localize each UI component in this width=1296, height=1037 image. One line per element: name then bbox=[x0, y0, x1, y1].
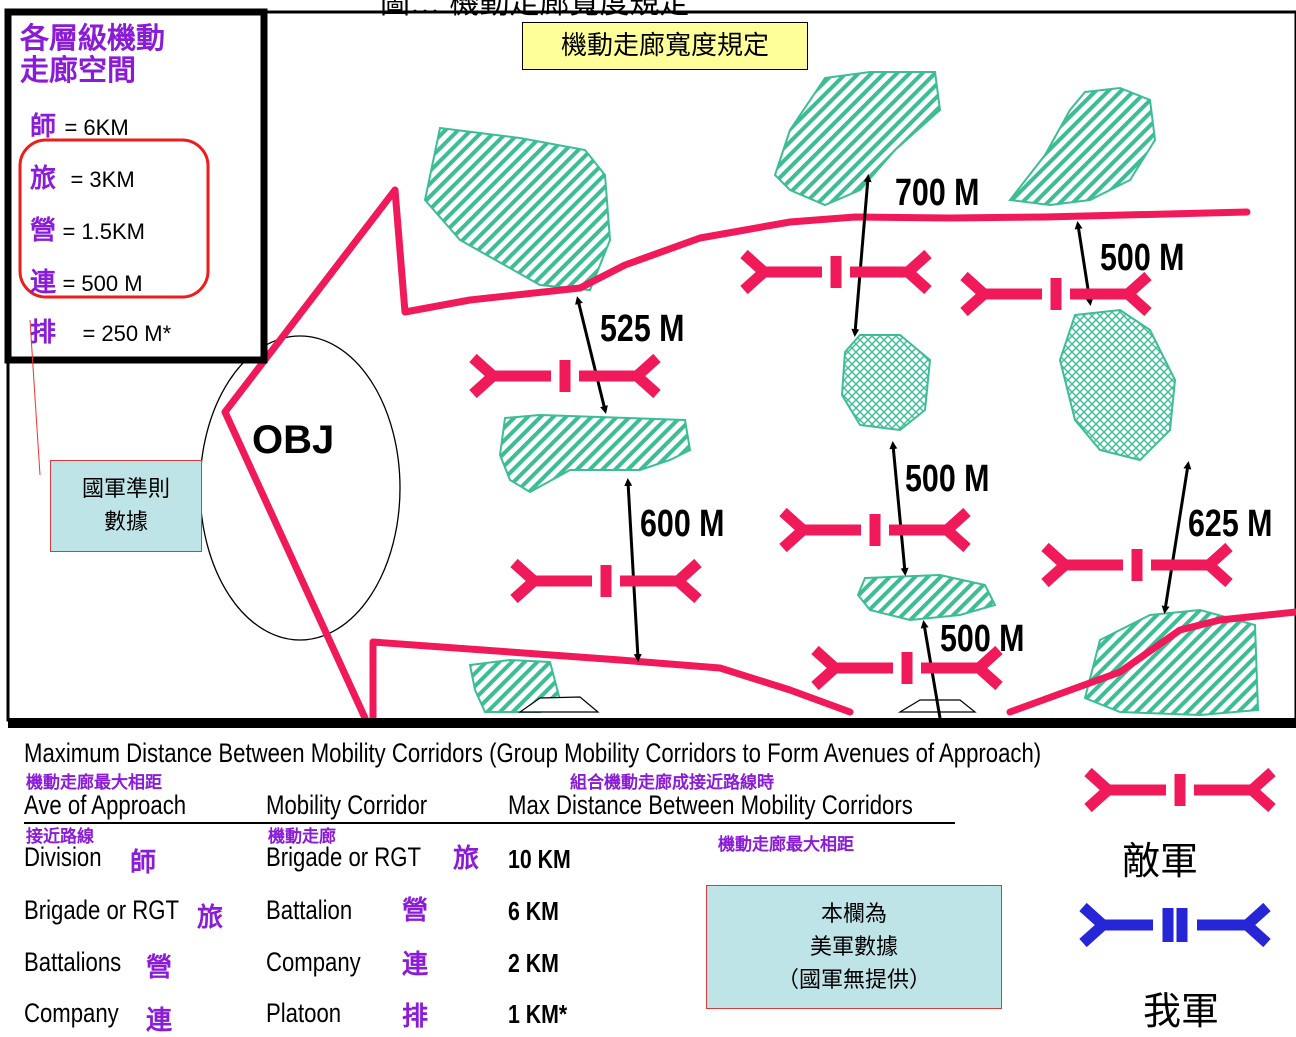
us-note-line2: 美軍數據 bbox=[809, 935, 898, 960]
distance-label: 700 M bbox=[895, 172, 980, 214]
cell-ave-cn: 營 bbox=[146, 953, 173, 983]
note-line1: 國軍準則 bbox=[81, 477, 170, 502]
col-header-ave: Ave of Approach bbox=[24, 790, 187, 820]
page-title-fragment: 圖… 機動走廊寬度規定 bbox=[380, 0, 690, 21]
terrain-area bbox=[498, 413, 692, 494]
cell-distance: 6 KM bbox=[508, 896, 559, 926]
cell-ave: Company bbox=[24, 998, 119, 1028]
cell-ave-cn: 師 bbox=[130, 848, 157, 878]
corridor-boundaries bbox=[221, 186, 1296, 722]
legend-row: 連 = 500 M bbox=[30, 262, 143, 299]
legend-value: = 3KM bbox=[70, 167, 135, 192]
us-note-line1: 本欄為 bbox=[820, 902, 887, 927]
friendly-label: 我軍 bbox=[1143, 989, 1220, 1033]
legend-value: = 6KM bbox=[64, 115, 129, 140]
national-army-note: 國軍準則 數據 bbox=[50, 460, 202, 552]
cell-corridor: Company bbox=[266, 947, 361, 977]
col-header-ave-cn: 接近路線 bbox=[26, 827, 94, 847]
note-line2: 數據 bbox=[103, 510, 148, 535]
cell-ave: Division bbox=[24, 842, 102, 872]
legend-unit: 連 bbox=[30, 268, 57, 298]
enemy-symbol-legend bbox=[1088, 772, 1272, 808]
corridor-rule-label: 機動走廊寬度規定 bbox=[522, 22, 808, 70]
table-divider bbox=[8, 718, 1296, 728]
terrain-area bbox=[1083, 608, 1260, 717]
distance-arrows bbox=[575, 174, 1192, 719]
friendly-symbol-legend bbox=[1079, 902, 1271, 948]
objective-label: OBJ bbox=[252, 418, 335, 462]
legend-row: 營 = 1.5KM bbox=[30, 210, 145, 247]
cell-ave: Battalions bbox=[24, 947, 122, 977]
cell-distance: 2 KM bbox=[508, 948, 559, 978]
cell-corridor: Battalion bbox=[266, 895, 353, 925]
cell-corridor-cn: 營 bbox=[402, 896, 429, 926]
table-heading-cn1: 機動走廊最大相距 bbox=[26, 773, 162, 793]
cell-distance: 10 KM bbox=[508, 844, 571, 874]
col-header-corridor: Mobility Corridor bbox=[266, 790, 428, 820]
terrain-area bbox=[1058, 308, 1177, 462]
terrain-area bbox=[840, 334, 932, 432]
enemy-label: 敵軍 bbox=[1122, 839, 1199, 883]
legend-box bbox=[4, 8, 268, 364]
cell-corridor-cn: 連 bbox=[402, 950, 429, 980]
legend-value: = 1.5KM bbox=[62, 219, 146, 244]
highlight-outline bbox=[18, 138, 210, 299]
us-note-line3: （國軍無提供） bbox=[776, 968, 931, 993]
col-header-corridor-cn: 機動走廊 bbox=[268, 827, 336, 847]
distance-label: 500 M bbox=[905, 458, 990, 500]
distance-label: 500 M bbox=[1100, 237, 1185, 279]
legend-row: 排 = 250 M* bbox=[30, 312, 171, 349]
cell-corridor-cn: 旅 bbox=[453, 844, 480, 874]
terrain-area bbox=[1008, 86, 1157, 207]
legend-unit: 師 bbox=[30, 112, 57, 142]
distance-label: 500 M bbox=[940, 618, 1025, 660]
legend-title: 各層級機動 走廊空間 bbox=[20, 22, 165, 86]
objective-ellipse bbox=[199, 335, 401, 641]
terrain-area bbox=[518, 696, 600, 713]
col-header-distance: Max Distance Between Mobility Corridors bbox=[508, 790, 913, 820]
legend-title-line1: 各層級機動 bbox=[20, 21, 166, 55]
legend-row: 旅 = 3KM bbox=[30, 158, 135, 195]
cell-ave: Brigade or RGT bbox=[24, 895, 180, 925]
us-data-note: 本欄為 美軍數據 （國軍無提供） bbox=[706, 885, 1002, 1009]
callout-line bbox=[29, 319, 41, 476]
legend-row: 師 = 6KM bbox=[30, 106, 129, 143]
distance-label: 625 M bbox=[1188, 503, 1273, 545]
distance-label: 525 M bbox=[600, 308, 685, 350]
legend-value: = 250 M* bbox=[82, 321, 172, 346]
legend-title-line2: 走廊空間 bbox=[20, 53, 137, 87]
cell-distance: 1 KM* bbox=[508, 999, 568, 1029]
cell-corridor: Platoon bbox=[266, 998, 342, 1028]
table-heading-cn2: 組合機動走廊成接近路線時 bbox=[570, 773, 774, 793]
cell-corridor-cn: 排 bbox=[402, 1002, 429, 1032]
cell-ave-cn: 連 bbox=[146, 1006, 173, 1036]
terrain-area bbox=[423, 126, 612, 292]
col-header-distance-cn: 機動走廊最大相距 bbox=[718, 835, 854, 855]
terrain-areas bbox=[423, 71, 1260, 717]
legend-unit: 營 bbox=[30, 216, 57, 246]
terrain-area bbox=[856, 573, 997, 622]
cell-ave-cn: 旅 bbox=[197, 903, 224, 933]
legend-unit: 排 bbox=[30, 318, 57, 348]
cell-corridor: Brigade or RGT bbox=[266, 842, 422, 872]
table-heading: Maximum Distance Between Mobility Corrid… bbox=[24, 738, 1042, 768]
legend-unit: 旅 bbox=[30, 164, 57, 194]
legend-value: = 500 M bbox=[62, 271, 143, 296]
distance-label: 600 M bbox=[640, 503, 725, 545]
